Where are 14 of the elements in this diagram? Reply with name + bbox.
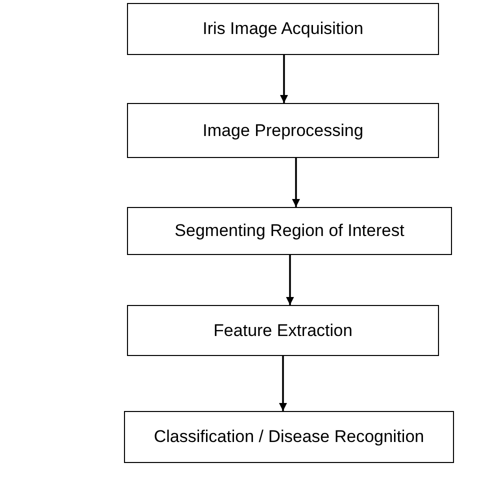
arrow [292,158,300,207]
arrow [280,55,288,103]
process-box [127,3,439,55]
process-box [127,103,439,158]
box-label: Classification / Disease Recognition [154,427,424,447]
box-label: Feature Extraction [214,320,352,340]
box-label: Iris Image Acquisition [202,19,364,39]
arrow [286,255,294,305]
process-box [127,207,452,255]
box-label: Segmenting Region of Interest [174,221,404,241]
process-box [124,411,454,463]
box-label: Image Preprocessing [202,120,364,140]
arrow [279,356,287,411]
process-box [127,305,439,356]
